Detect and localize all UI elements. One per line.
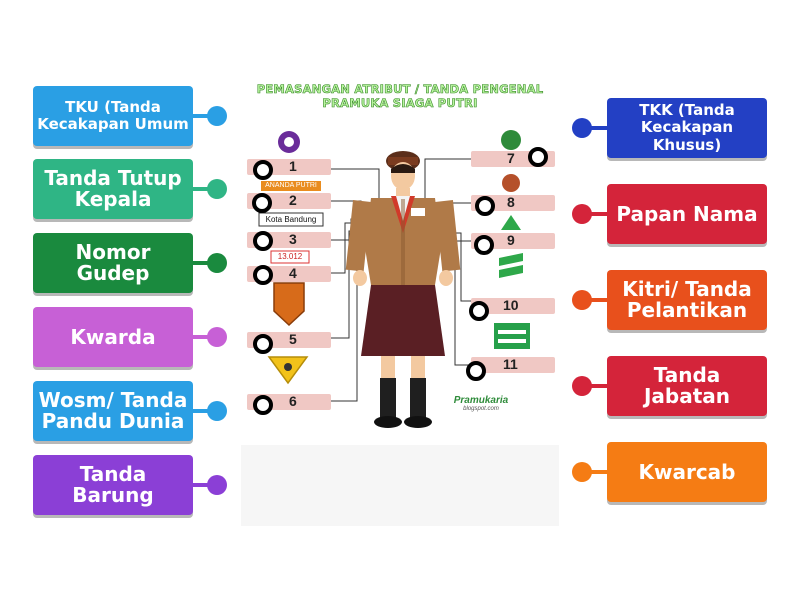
city-tag-text: Kota Bandung — [265, 215, 317, 224]
slot-number: 2 — [289, 192, 297, 208]
gudep-tag-badge — [270, 250, 310, 264]
slot-number: 8 — [507, 194, 515, 210]
connector-line — [586, 298, 608, 302]
diagram-title-line2: PRAMUKA SIAGA PUTRI — [322, 96, 478, 111]
slot-10: 10 — [471, 297, 555, 314]
connector-line — [192, 261, 214, 265]
diagram-title-line1: PEMASANGAN ATRIBUT / TANDA PENGENAL — [256, 82, 544, 97]
label-tanda-barung[interactable]: Tanda Barung — [33, 455, 193, 515]
drop-target-6[interactable] — [253, 395, 273, 415]
connector-dot-nomor-gudep[interactable] — [207, 253, 227, 273]
label-kitri-text: Kitri/ Tanda Pelantikan — [622, 277, 752, 322]
connector-dot-tanda-barung[interactable] — [207, 475, 227, 495]
label-nomor-gudep-text: Nomor Gudep — [75, 240, 151, 285]
label-tanda-barung-text: Tanda Barung — [72, 462, 154, 507]
connector-dot-tanda-jabatan[interactable] — [572, 376, 592, 396]
connector-line — [192, 114, 214, 118]
slot-number: 4 — [289, 265, 297, 281]
connector-line — [192, 483, 214, 487]
connector-line — [586, 384, 608, 388]
connector-dot-kwarda[interactable] — [207, 327, 227, 347]
connector-dot-wosm[interactable] — [207, 401, 227, 421]
name-tag-text: ANANDA PUTRI — [265, 182, 317, 189]
connector-line — [586, 126, 608, 130]
stripe-badge — [494, 323, 530, 349]
drop-target-2[interactable] — [252, 193, 272, 213]
label-kwarda[interactable]: Kwarda — [33, 307, 193, 367]
tkk-badge — [501, 130, 521, 150]
watermark: Pramukaria blogspot.com — [441, 395, 521, 412]
label-wosm-text: Wosm/ Tanda Pandu Dunia — [38, 388, 188, 433]
diagram-title: PEMASANGAN ATRIBUT / TANDA PENGENAL PRAM… — [241, 82, 559, 111]
drop-target-5[interactable] — [253, 334, 273, 354]
figure-drawing — [258, 130, 530, 428]
drop-target-9[interactable] — [474, 235, 494, 255]
label-tku-text: TKU (Tanda Kecakapan Umum — [37, 97, 189, 133]
label-tkk-text: TKK (Tanda Kecakapan Khusus) — [639, 101, 735, 154]
slot-number: 9 — [507, 232, 515, 248]
label-tku[interactable]: TKU (Tanda Kecakapan Umum — [33, 86, 193, 146]
connector-line — [192, 335, 214, 339]
drop-target-4[interactable] — [253, 265, 273, 285]
drop-target-8[interactable] — [475, 196, 495, 216]
drop-target-11[interactable] — [466, 361, 486, 381]
connector-line — [192, 409, 214, 413]
drop-target-1[interactable] — [253, 160, 273, 180]
connector-dot-kwarcab[interactable] — [572, 462, 592, 482]
drop-target-10[interactable] — [469, 301, 489, 321]
connector-dot-tku[interactable] — [207, 106, 227, 126]
label-kitri[interactable]: Kitri/ Tanda Pelantikan — [607, 270, 767, 330]
label-tanda-jabatan-text: Tanda Jabatan — [643, 363, 731, 408]
label-tanda-tutup-kepala[interactable]: Tanda Tutup Kepala — [33, 159, 193, 219]
jabatan-badge — [501, 215, 521, 230]
slot-number: 10 — [503, 297, 519, 313]
connector-dot-papan-nama[interactable] — [572, 204, 592, 224]
label-nomor-gudep[interactable]: Nomor Gudep — [33, 233, 193, 293]
label-kwarcab[interactable]: Kwarcab — [607, 442, 767, 502]
label-tkk[interactable]: TKK (Tanda Kecakapan Khusus) — [607, 98, 767, 158]
label-tanda-tutup-kepala-text: Tanda Tutup Kepala — [44, 166, 182, 211]
connector-dot-kitri[interactable] — [572, 290, 592, 310]
connector-line — [192, 187, 214, 191]
connector-dot-tkk[interactable] — [572, 118, 592, 138]
drop-target-3[interactable] — [253, 231, 273, 251]
slot-number: 1 — [289, 158, 297, 174]
label-kwarcab-text: Kwarcab — [638, 459, 736, 484]
kwarcab-badge — [499, 253, 523, 278]
slot-number: 7 — [507, 150, 515, 166]
slot-number: 6 — [289, 393, 297, 409]
label-kwarda-text: Kwarda — [70, 324, 156, 349]
slot-number: 5 — [289, 331, 297, 347]
connector-line — [586, 212, 608, 216]
label-tanda-jabatan[interactable]: Tanda Jabatan — [607, 356, 767, 416]
label-papan-nama[interactable]: Papan Nama — [607, 184, 767, 244]
connector-line — [586, 470, 608, 474]
watermark-subtext: blogspot.com — [463, 406, 499, 412]
gudep-tag-text: 13.012 — [277, 252, 303, 261]
drop-target-7[interactable] — [528, 147, 548, 167]
city-tag-badge — [258, 212, 324, 227]
kwarda-badge — [273, 282, 305, 327]
connector-dot-tutup-kepala[interactable] — [207, 179, 227, 199]
slot-number: 3 — [289, 231, 297, 247]
label-wosm[interactable]: Wosm/ Tanda Pandu Dunia — [33, 381, 193, 441]
kitri-badge — [502, 174, 520, 192]
scout-figure — [345, 151, 461, 428]
slot-11: 11 — [471, 356, 555, 373]
uniform-diagram: PEMASANGAN ATRIBUT / TANDA PENGENAL PRAM… — [241, 73, 559, 445]
label-papan-nama-text: Papan Nama — [616, 201, 758, 226]
watermark-text: Pramukaria — [453, 395, 509, 406]
slot-number: 11 — [503, 356, 518, 372]
name-tag-badge — [261, 181, 321, 191]
